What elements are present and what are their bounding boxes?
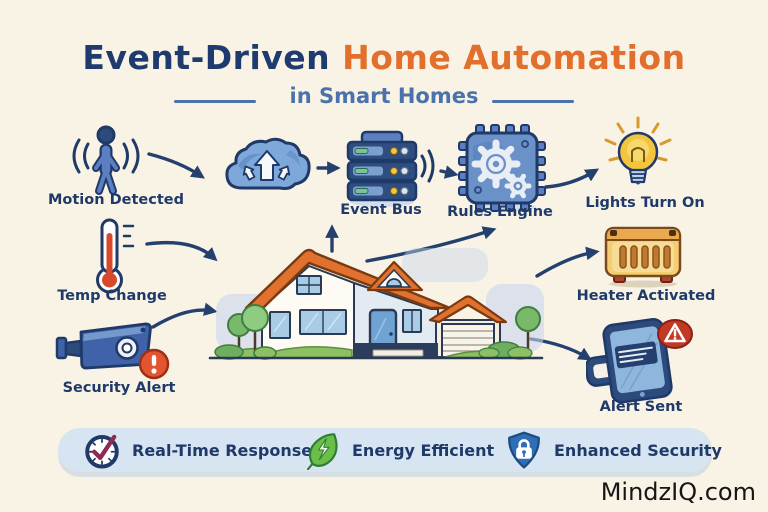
cloud-upload-icon [220, 134, 314, 196]
security-alert-label: Security Alert [62, 380, 176, 396]
clock-check-icon [85, 434, 119, 469]
alert-sent-label: Alert Sent [599, 399, 683, 415]
page-subtitle: in Smart Homes [289, 84, 479, 108]
walking-person-icon [66, 120, 146, 198]
benefit-realtime: Real-Time Response [82, 428, 312, 472]
benefit-realtime-label: Real-Time Response [132, 440, 313, 460]
arrow-eventbus-to-rules [439, 165, 459, 179]
phone-alert-icon [584, 316, 694, 406]
subtitle-right-rule [492, 100, 574, 103]
title-primary: Event-Driven [82, 38, 331, 77]
smart-home-house-illustration [202, 222, 550, 364]
chip-gears-icon [458, 124, 546, 212]
shield-lock-icon [508, 431, 540, 469]
leaf-bolt-icon [307, 433, 338, 470]
heater-activated-label: Heater Activated [576, 288, 716, 304]
rules-engine-label: Rules Engine [447, 204, 553, 220]
benefit-security-label: Enhanced Security [554, 440, 722, 460]
heater-icon [600, 222, 686, 288]
arrow-motion-to-cloud [147, 152, 205, 179]
temp-change-label: Temp Change [57, 288, 167, 304]
title-accent: Home Automation [342, 38, 686, 77]
benefit-security: Enhanced Security [504, 428, 722, 472]
lights-turn-on-label: Lights Turn On [585, 195, 705, 211]
cctv-camera-alert-icon [55, 316, 171, 384]
motion-detected-label: Motion Detected [47, 192, 184, 208]
light-bulb-icon [602, 116, 674, 200]
watermark: MindzIQ.com [600, 478, 756, 506]
arrow-rules-to-lights [544, 168, 600, 189]
benefit-energy-label: Energy Efficient [352, 440, 495, 460]
thermometer-icon [82, 216, 140, 296]
subtitle-left-rule [174, 100, 256, 103]
benefit-energy: Energy Efficient [302, 428, 494, 472]
benefits-bar [58, 428, 712, 472]
page-title: Event-Driven Home Automation [0, 38, 768, 77]
server-stack-icon [336, 128, 438, 210]
event-bus-label: Event Bus [340, 202, 422, 218]
